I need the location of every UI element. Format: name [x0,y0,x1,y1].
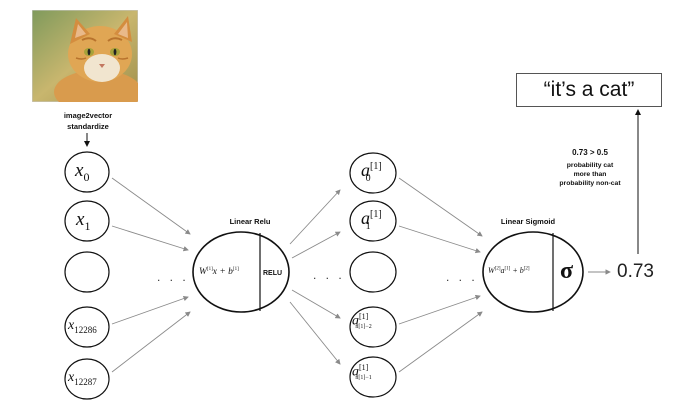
hidden-ellipsis: . . . [313,268,345,282]
sigmoid-symbol: σ [560,258,574,284]
input-node-label-4: x12287 [68,370,97,387]
preprocessing-caption-line1: image2vector [63,111,113,120]
hidden-arrow-4 [289,301,341,365]
input-node-2 [64,251,110,293]
input-node-3 [64,306,110,348]
input-node-label-1: x1 [76,209,91,233]
activation-node-3 [349,306,397,348]
input-node-4 [64,358,110,400]
explanation-line2: more than [573,171,607,178]
hidden-arrow-0 [289,189,341,245]
preprocessing-caption: image2vector standardize [18,110,158,132]
output-layer-title: Linear Sigmoid [500,217,556,226]
activation-node-4 [349,356,397,398]
input-node-label-3: x12286 [68,318,97,335]
activation-arrow-3 [398,294,481,325]
input-arrow-1 [111,225,189,252]
activation-arrow-0 [398,177,483,237]
input-arrow-0 [111,177,191,235]
threshold-comparison: 0.73 > 0.5 [572,148,608,157]
output-layer-node [482,231,584,313]
hidden-arrow-1 [291,231,341,259]
verdict-box: “it’s a cat” [516,73,662,107]
input-node-0 [64,151,110,193]
activation-node-0 [349,152,397,194]
output-probability: 0.73 [617,261,654,282]
input-arrow-3 [111,295,189,325]
preprocessing-caption-line2: standardize [67,122,109,131]
activation-node-label-1: a[1]1 [361,208,382,232]
explanation-line1: probability cat [566,162,614,169]
cat-photo [32,10,138,102]
activation-arrow-1 [398,225,481,254]
hidden-arrow-3 [291,289,341,319]
threshold-explanation: probability cat more than probability no… [530,161,650,188]
input-node-1 [64,200,110,242]
activation-ellipsis: . . . [446,270,478,284]
hidden-linear-formula: W[1]x + b[1] [199,267,239,278]
input-arrow-4 [111,311,191,373]
input-node-label-0: x0 [75,160,90,184]
relu-activation-label: RELU [263,270,283,277]
activation-arrow-4 [398,311,483,373]
input-ellipsis: . . . [157,270,189,284]
explanation-line3: probability non-cat [559,180,621,187]
hidden-layer-title: Linear Relu [229,217,271,226]
hidden-layer-node [192,231,290,313]
activation-node-1 [349,200,397,242]
activation-node-label-3: a[1]n[1]−2 [352,312,372,331]
verdict-text: “it’s a cat” [543,78,635,101]
activation-node-label-0: a[1]0 [361,160,382,184]
output-linear-formula: W[2]a[1] + b[2] [488,266,530,275]
activation-node-2 [349,251,397,293]
activation-node-label-4: a[1]n[1]−1 [352,363,372,382]
